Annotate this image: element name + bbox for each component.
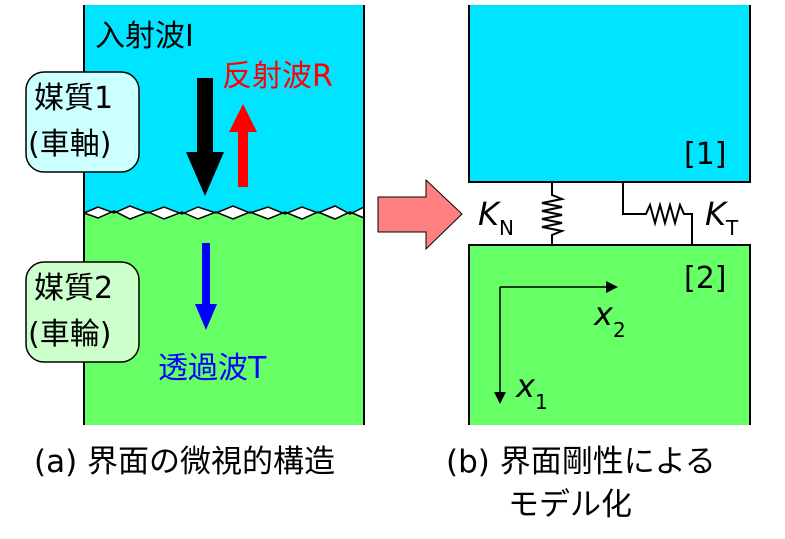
x1-label: x1 bbox=[516, 367, 548, 412]
x2-sub: 2 bbox=[612, 318, 626, 342]
x1-sub: 1 bbox=[534, 390, 548, 414]
transmitted-wave-arrow bbox=[195, 243, 217, 330]
block2-label: [2] bbox=[684, 261, 727, 296]
block1-border bbox=[468, 5, 751, 183]
normal-spring bbox=[541, 182, 566, 245]
kn-main: K bbox=[478, 195, 499, 233]
interface-lower-line bbox=[83, 210, 365, 220]
medium2-material: (車輪) bbox=[28, 317, 112, 352]
x1-main: x bbox=[516, 367, 535, 405]
block2 bbox=[469, 245, 750, 425]
tangential-spring bbox=[622, 182, 693, 245]
panel-b-caption-line2: モデル化 bbox=[508, 487, 632, 523]
kt-label: KT bbox=[705, 195, 738, 238]
x2-label: x2 bbox=[594, 295, 626, 340]
kt-main: K bbox=[705, 195, 726, 233]
medium1-region bbox=[84, 5, 364, 214]
reflected-wave-label: 反射波R bbox=[222, 59, 333, 94]
kn-label: KN bbox=[478, 195, 514, 238]
transition-arrow bbox=[377, 178, 463, 251]
panel-a-caption: (a) 界面の微視的構造 bbox=[34, 444, 336, 480]
incident-wave-arrow bbox=[186, 78, 224, 196]
medium1-name: 媒質1 bbox=[34, 81, 114, 116]
medium1-material: (車軸) bbox=[28, 127, 112, 162]
block1-label: [1] bbox=[684, 137, 727, 172]
medium1-label-box bbox=[25, 71, 140, 173]
incident-wave-label: 入射波I bbox=[95, 19, 194, 54]
reflected-wave-arrow bbox=[229, 104, 257, 187]
medium2-name: 媒質2 bbox=[34, 271, 114, 306]
x2-main: x bbox=[594, 295, 613, 333]
kt-sub: T bbox=[725, 216, 739, 240]
interface-upper-line bbox=[83, 205, 365, 215]
transmitted-wave-label: 透過波T bbox=[158, 351, 267, 386]
panel-b-caption-line1: (b) 界面剛性による bbox=[446, 444, 716, 480]
kn-sub: N bbox=[498, 216, 514, 240]
medium2-region bbox=[84, 211, 364, 425]
block1 bbox=[469, 5, 750, 182]
medium2-label-box bbox=[25, 261, 140, 363]
block2-border bbox=[468, 244, 751, 425]
